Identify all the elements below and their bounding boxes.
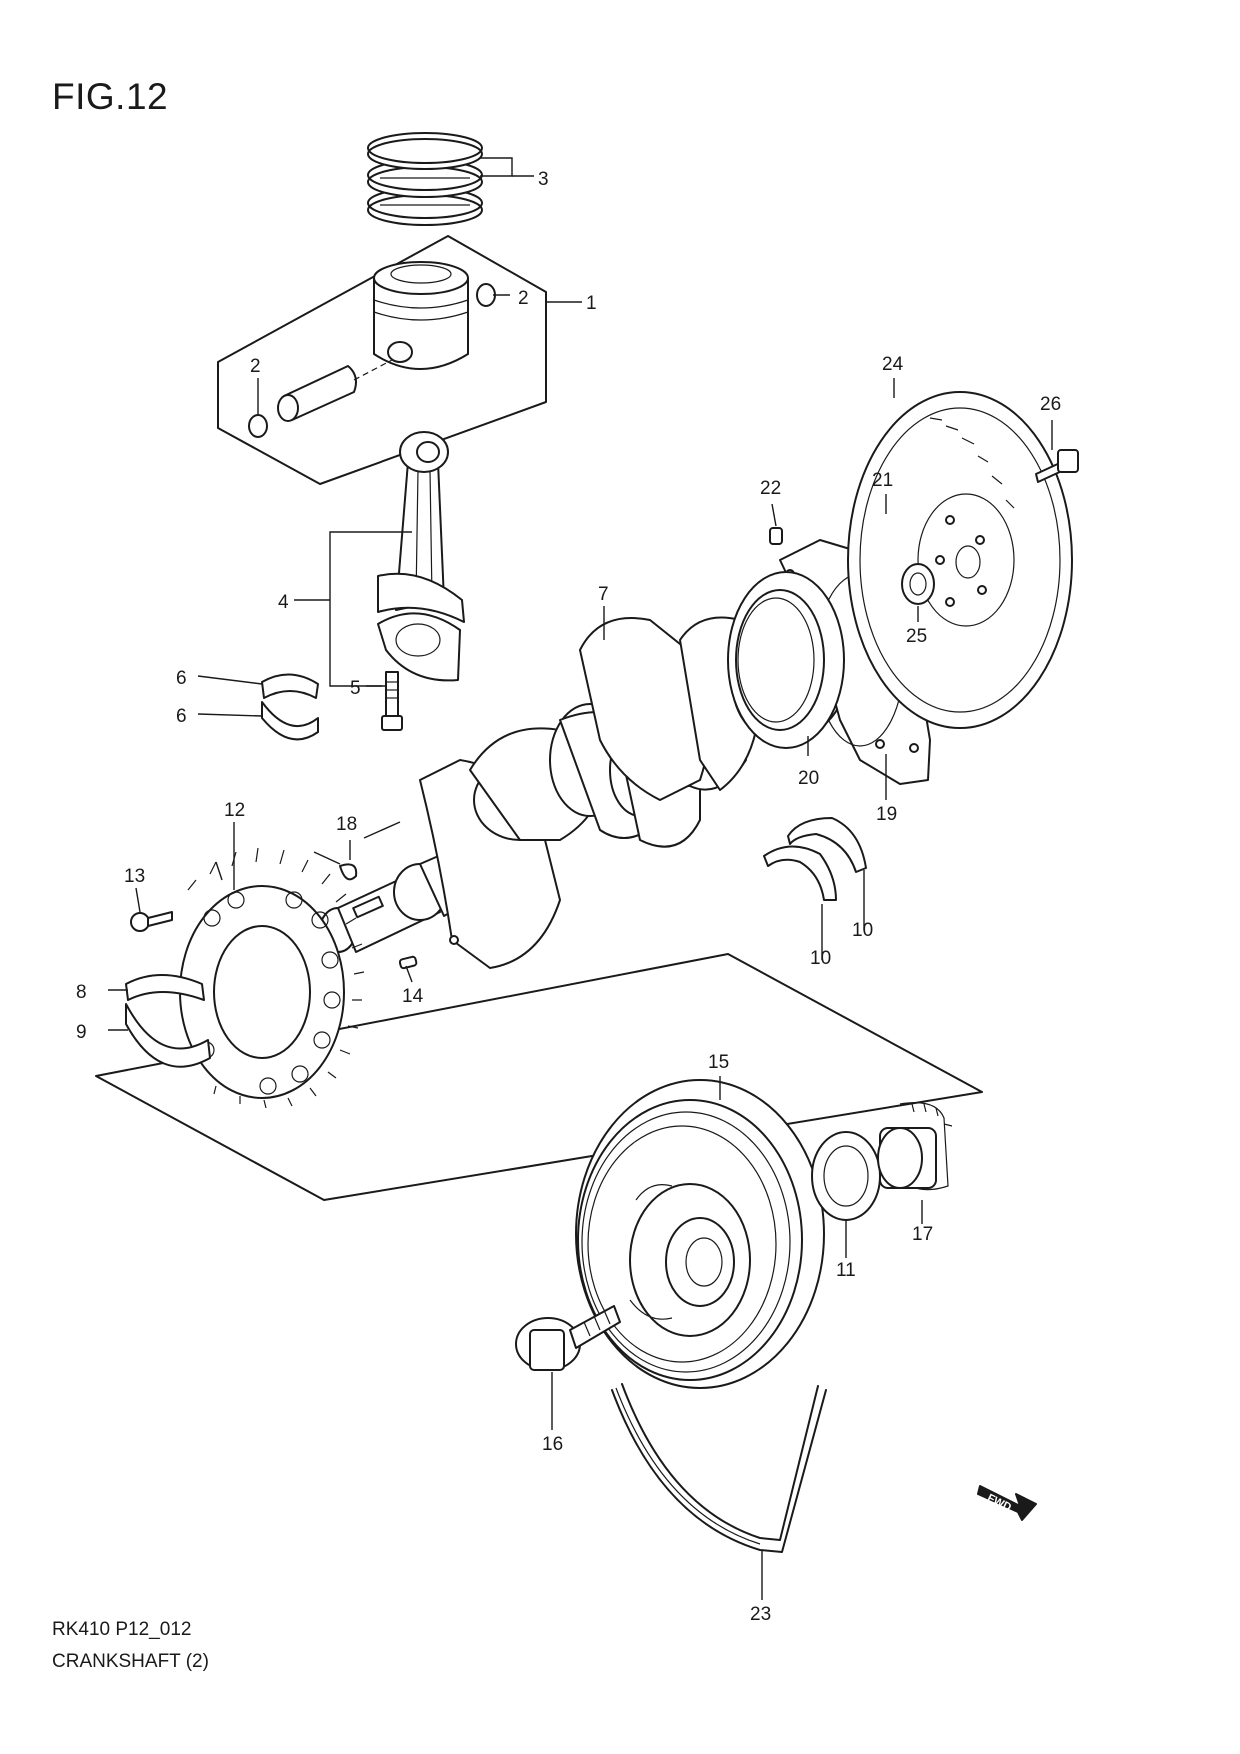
fwd-label: FWD bbox=[985, 1492, 1013, 1514]
thrust-bearing-rear[interactable] bbox=[763, 845, 837, 901]
callout-22: 22 bbox=[760, 478, 781, 499]
callout-5: 5 bbox=[350, 678, 361, 699]
callout-7: 7 bbox=[598, 584, 609, 605]
piston-pin-circlip-left[interactable] bbox=[248, 414, 268, 438]
piston-rings[interactable] bbox=[367, 132, 483, 226]
woodruff-key[interactable] bbox=[339, 863, 358, 881]
callout-13: 13 bbox=[124, 866, 145, 887]
connecting-rod-bolt[interactable] bbox=[381, 671, 403, 731]
callout-9: 9 bbox=[76, 1022, 87, 1043]
callout-12: 12 bbox=[224, 800, 245, 821]
callout-14: 14 bbox=[402, 986, 424, 1007]
piston-pin[interactable] bbox=[277, 359, 393, 422]
callout-8: 8 bbox=[76, 982, 87, 1003]
callout-6-lower: 6 bbox=[176, 706, 187, 727]
callout-18: 18 bbox=[336, 814, 357, 835]
crank-timing-sensor-plate[interactable] bbox=[179, 847, 365, 1109]
callout-2-left: 2 bbox=[250, 356, 261, 377]
callout-25: 25 bbox=[906, 626, 927, 647]
forward-direction-badge: FWD bbox=[977, 1485, 1037, 1521]
timing-belt-pulley[interactable] bbox=[877, 1102, 953, 1191]
callout-3: 3 bbox=[538, 169, 549, 190]
front-oil-seal[interactable] bbox=[811, 1131, 881, 1221]
callout-20: 20 bbox=[798, 768, 819, 789]
housing-dowel-pin[interactable] bbox=[769, 527, 783, 545]
main-bearing-upper[interactable] bbox=[125, 974, 205, 1001]
figure-footer: RK410 P12_012 CRANKSHAFT (2) bbox=[52, 1614, 209, 1678]
drive-belt[interactable] bbox=[611, 1383, 827, 1553]
callout-17: 17 bbox=[912, 1224, 933, 1245]
thrust-bearing-front[interactable] bbox=[787, 817, 867, 873]
pulley-assembly-frame bbox=[95, 953, 983, 1201]
callout-10-lower: 10 bbox=[810, 948, 831, 969]
pilot-bearing[interactable] bbox=[901, 563, 935, 605]
callout-15: 15 bbox=[708, 1052, 729, 1073]
piston[interactable] bbox=[373, 261, 469, 370]
figure-title: FIG.12 bbox=[52, 76, 169, 117]
callout-21: 21 bbox=[872, 470, 893, 491]
rear-oil-seal[interactable] bbox=[727, 571, 845, 749]
callout-19: 19 bbox=[876, 804, 897, 825]
callout-6-upper: 6 bbox=[176, 668, 187, 689]
callout-26: 26 bbox=[1040, 394, 1061, 415]
dowel-pin[interactable] bbox=[398, 955, 418, 970]
callout-2-right: 2 bbox=[518, 288, 529, 309]
callout-24: 24 bbox=[882, 354, 904, 375]
callout-1: 1 bbox=[586, 293, 597, 314]
flywheel-bolt[interactable] bbox=[1035, 449, 1079, 483]
sensor-plate-screw[interactable] bbox=[130, 911, 173, 932]
connecting-rod-bearing-lower[interactable] bbox=[261, 701, 319, 741]
crankshaft-pulley[interactable] bbox=[575, 1079, 825, 1389]
figure-caption: CRANKSHAFT (2) bbox=[52, 1651, 209, 1672]
callout-10-upper: 10 bbox=[852, 920, 873, 941]
flywheel[interactable] bbox=[847, 391, 1073, 729]
piston-assembly-frame bbox=[217, 235, 547, 485]
callout-11: 11 bbox=[836, 1260, 856, 1281]
connecting-rod-bearing-upper[interactable] bbox=[261, 673, 319, 699]
callout-4: 4 bbox=[278, 592, 289, 613]
figure-code: RK410 P12_012 bbox=[52, 1619, 192, 1640]
connecting-rod[interactable] bbox=[377, 431, 465, 682]
crankshaft-pulley-bolt[interactable] bbox=[515, 1305, 621, 1371]
main-bearing-lower[interactable] bbox=[125, 1003, 211, 1068]
callout-16: 16 bbox=[542, 1434, 563, 1455]
callout-23: 23 bbox=[750, 1604, 771, 1625]
piston-pin-circlip-right[interactable] bbox=[476, 283, 496, 307]
